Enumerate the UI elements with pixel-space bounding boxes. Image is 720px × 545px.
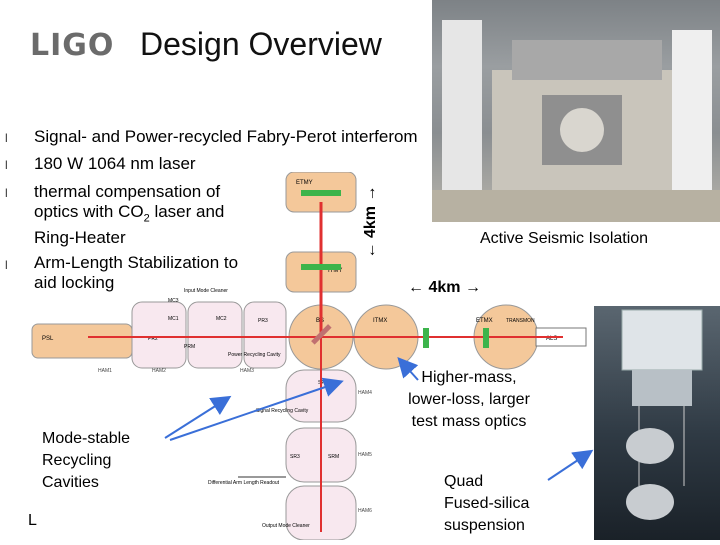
ham3-label: HAM3 xyxy=(240,368,254,374)
itmy-label: ITMY xyxy=(328,268,342,274)
quad-suspension-photo xyxy=(594,306,720,540)
transmon-label: TRANSMON xyxy=(506,318,535,324)
ligo-logo: LIGO xyxy=(30,28,115,63)
bullet-marker: l xyxy=(5,186,8,200)
pr3-label: PR3 xyxy=(258,318,268,324)
cavities-label: Mode-stable Recycling Cavities xyxy=(42,430,131,491)
bullet-3-line-3: Ring-Heater xyxy=(34,228,126,248)
ham5-label: HAM5 xyxy=(358,452,372,458)
src-label: Signal Recycling Cavity xyxy=(256,408,309,414)
bullet-2: 180 W 1064 nm laser xyxy=(34,154,196,173)
arrow-suspension xyxy=(547,449,594,481)
bullet-marker: l xyxy=(5,158,8,172)
srm-label: SRM xyxy=(328,454,339,460)
bullet-3-line-2: optics with CO2 laser and xyxy=(34,202,225,225)
arrow-left-icon: ← xyxy=(408,279,424,296)
bullet-4: Arm-Length Stabilization to aid locking xyxy=(34,253,239,292)
pr2-label: PR2 xyxy=(148,336,158,342)
arrow-right-icon: → xyxy=(464,279,481,296)
bullet-3: thermal compensation of optics with CO2 … xyxy=(34,182,274,248)
chamber-photo xyxy=(432,0,720,222)
horizontal-arm-label: ← 4km → xyxy=(408,279,481,296)
seismic-isolation-label: Active Seismic Isolation xyxy=(480,230,649,247)
slide-title: Design Overview xyxy=(140,26,382,62)
imc-label: Input Mode Cleaner xyxy=(184,288,228,294)
suspension-label: Quad Fused-silica suspension xyxy=(444,473,530,534)
ham6-label: HAM6 xyxy=(358,508,372,514)
psl-label: PSL xyxy=(42,336,54,342)
als-label: ALS xyxy=(546,336,557,342)
etmx-label: ETMX xyxy=(476,318,493,324)
sr3-label: SR3 xyxy=(290,454,300,460)
darm-label: Differential Arm Length Readout xyxy=(208,480,280,486)
prm-label: PRM xyxy=(184,344,195,350)
etmy-label: ETMY xyxy=(296,180,313,186)
mc2-label: MC2 xyxy=(216,316,227,322)
mc3-label: MC3 xyxy=(168,298,179,304)
prc-label: Power Recycling Cavity xyxy=(228,352,281,358)
arrow-cavities-to-prc xyxy=(164,395,232,439)
bullet-marker: l xyxy=(5,131,8,145)
mc1-label: MC1 xyxy=(168,316,179,322)
footer-corner-mark: L xyxy=(28,512,37,529)
bullet-3-line-1: thermal compensation of xyxy=(34,182,221,201)
arrow-test-mass xyxy=(397,357,419,381)
bullet-1: Signal- and Power-recycled Fabry-Perot i… xyxy=(34,127,418,146)
arrow-cavities-to-src xyxy=(169,377,344,441)
bullet-marker: l xyxy=(5,258,8,272)
test-mass-label: Higher-mass, lower-loss, larger test mas… xyxy=(408,369,530,430)
itmx-label: ITMX xyxy=(373,318,387,324)
ham2-label: HAM2 xyxy=(152,368,166,374)
interferometer-diagram: ETMY ITMY BS ITMX ETMX TRANSMON ALS PSL … xyxy=(31,172,587,540)
ham4-label: HAM4 xyxy=(358,390,372,396)
ham1-label: HAM1 xyxy=(98,368,112,374)
omc-label: Output Mode Cleaner xyxy=(262,523,310,529)
